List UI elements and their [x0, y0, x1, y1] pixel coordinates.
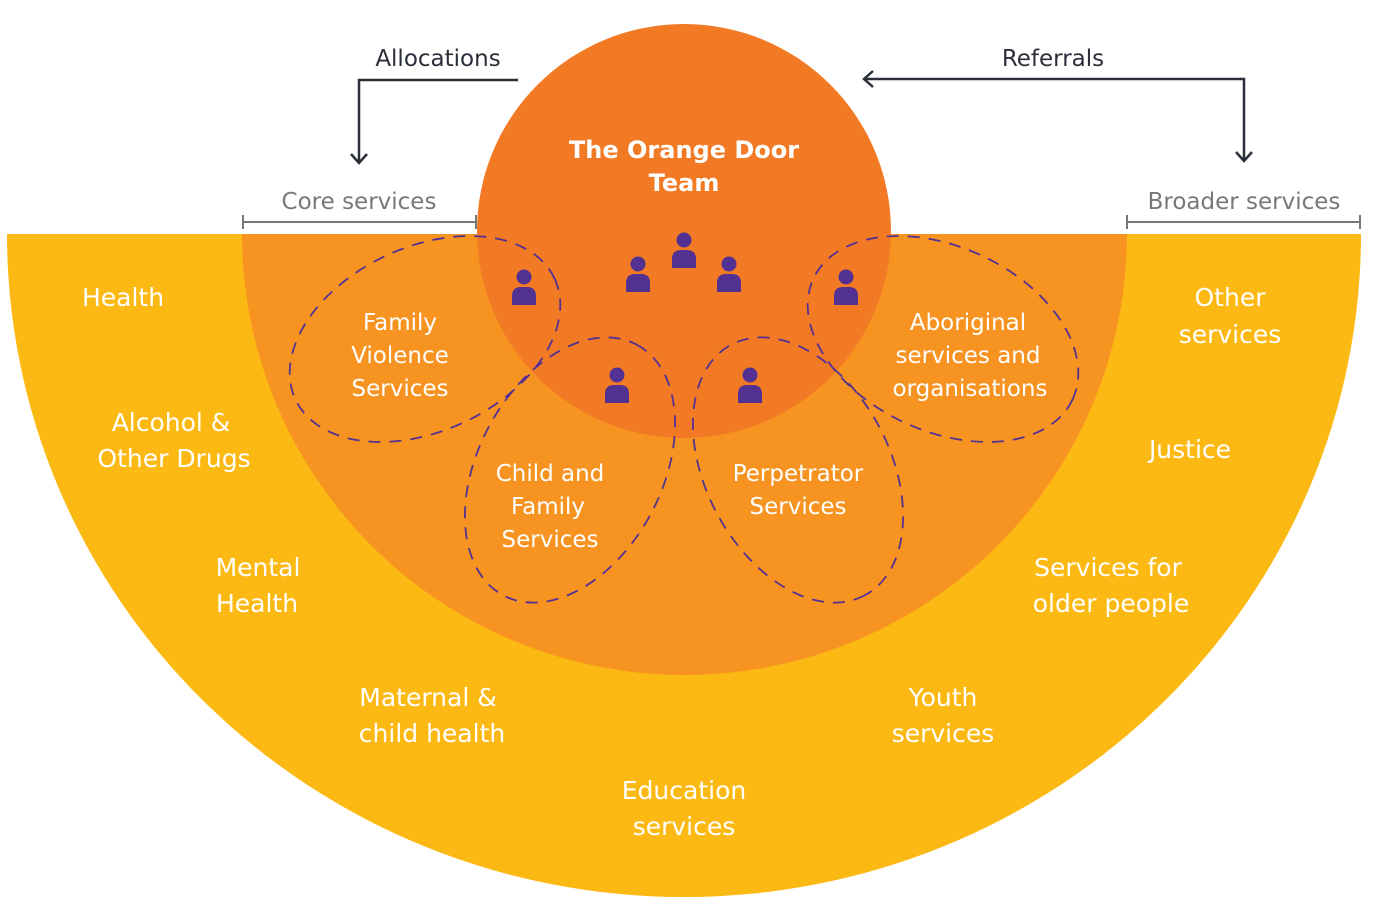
broader-service-education: Education services	[622, 776, 746, 841]
label-line: services	[633, 812, 736, 841]
label-line: Violence	[351, 343, 449, 369]
perpetrator-outline	[692, 336, 904, 604]
broader-service-alcohol-drugs: Alcohol & Other Drugs	[97, 408, 250, 473]
core-service-family-violence: Family Violence Services	[351, 310, 449, 402]
broader-service-older-people: Services for older people	[1033, 553, 1189, 618]
label-line: Youth	[908, 683, 978, 712]
referrals-label: Referrals	[1002, 46, 1104, 72]
core-service-aboriginal: Aboriginal services and organisations	[893, 310, 1048, 402]
person-icon	[672, 232, 696, 268]
referrals-arrow	[862, 70, 1253, 163]
label-line: Justice	[1147, 435, 1231, 464]
person-icon	[605, 367, 629, 403]
label-line: Other	[1195, 283, 1267, 312]
broader-service-health: Health	[82, 283, 164, 312]
label-line: Health	[82, 283, 164, 312]
broader-service-mental-health: Mental Health	[216, 553, 301, 618]
core-services-bracket	[242, 215, 477, 229]
label-line: Family	[363, 310, 437, 336]
label-line: services and	[896, 343, 1041, 369]
broader-services-bracket	[1126, 215, 1361, 229]
broader-service-justice: Justice	[1147, 435, 1231, 464]
broader-service-youth: Youth services	[892, 683, 995, 748]
label-line: Services	[750, 494, 847, 520]
label-line: Maternal &	[359, 683, 496, 712]
label-line: Other Drugs	[97, 444, 250, 473]
label-line: Aboriginal	[910, 310, 1026, 336]
person-icon	[717, 256, 741, 292]
label-line: services	[892, 719, 995, 748]
label-line: Services	[352, 376, 449, 402]
person-icon	[626, 256, 650, 292]
label-line: Alcohol &	[112, 408, 231, 437]
aboriginal-services-outline	[806, 235, 1080, 443]
core-services-label: Core services	[282, 189, 437, 215]
label-line: Perpetrator	[733, 461, 864, 487]
label-line: older people	[1033, 589, 1189, 618]
core-service-child-family: Child and Family Services	[496, 461, 605, 553]
broader-service-maternal-child-health: Maternal & child health	[359, 683, 505, 748]
core-service-perpetrator: Perpetrator Services	[733, 461, 864, 520]
label-line: Services for	[1034, 553, 1182, 582]
person-icon	[834, 269, 858, 305]
label-line: Family	[511, 494, 585, 520]
broader-services-label: Broader services	[1148, 189, 1341, 215]
core-services-ring	[242, 234, 1127, 675]
label-line: organisations	[893, 376, 1048, 402]
label-line: child health	[359, 719, 505, 748]
team-title-line-2: Team	[649, 169, 720, 197]
label-line: Services	[502, 527, 599, 553]
orange-door-team-circle	[477, 24, 891, 438]
family-violence-outline	[288, 235, 562, 443]
label-line: Health	[216, 589, 298, 618]
allocations-label: Allocations	[375, 46, 500, 72]
label-line: services	[1179, 320, 1282, 349]
allocations-arrow	[350, 78, 518, 165]
person-icon	[512, 269, 536, 305]
label-line: Mental	[216, 553, 301, 582]
broader-service-other: Other services	[1179, 283, 1282, 349]
person-icon	[738, 367, 762, 403]
child-family-outline	[464, 336, 676, 604]
label-line: Education	[622, 776, 746, 805]
label-line: Child and	[496, 461, 605, 487]
team-title-line-1: The Orange Door	[569, 136, 799, 164]
